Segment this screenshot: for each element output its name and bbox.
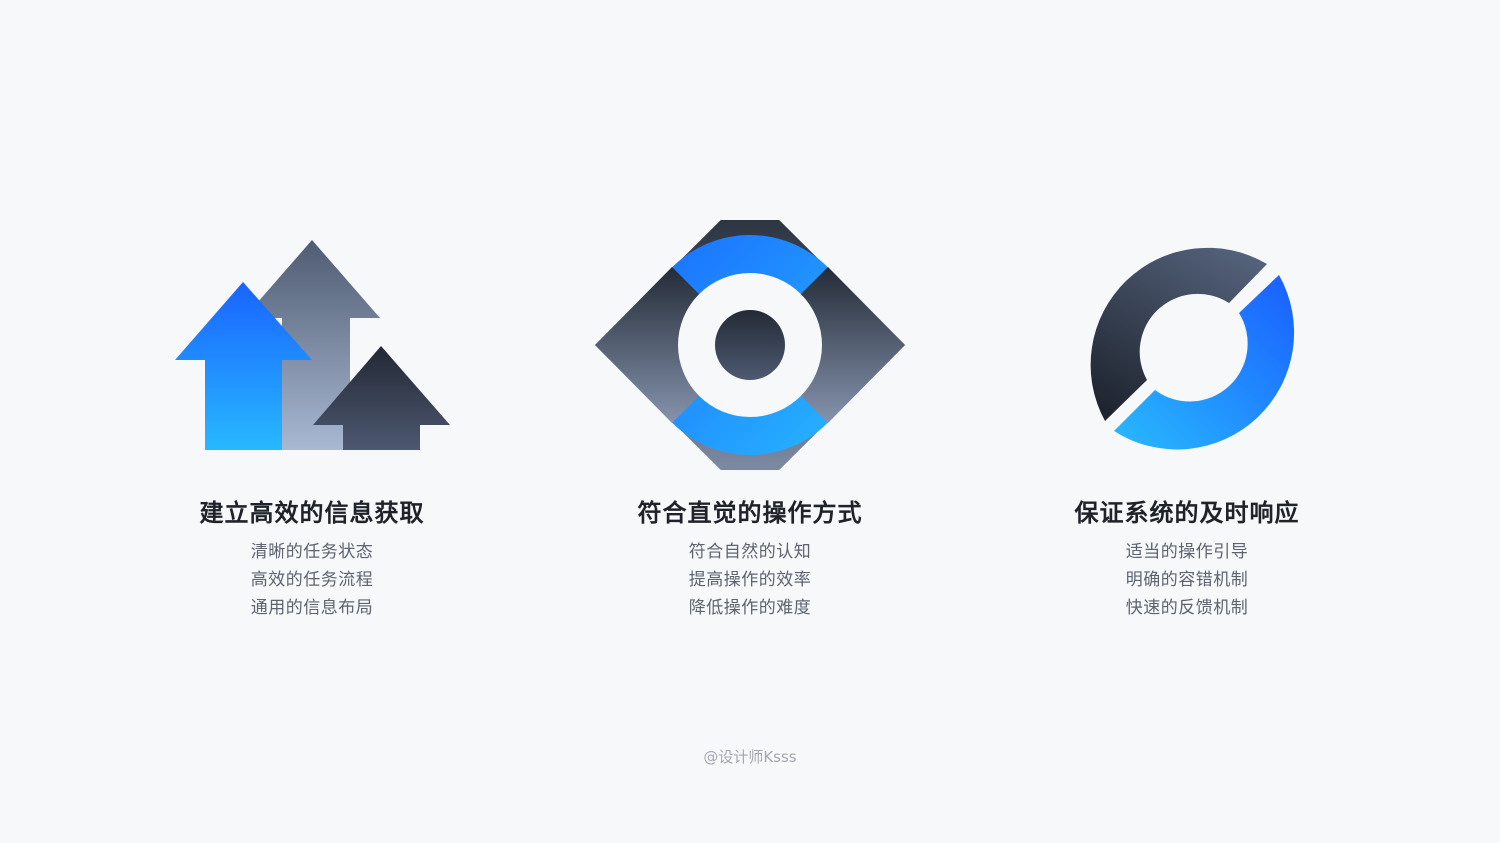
feature-item: 清晰的任务状态: [250, 542, 374, 562]
feature-item: 快速的反馈机制: [1125, 598, 1249, 618]
principle-efficient-info: 建立高效的信息获取 清晰的任务状态 高效的任务流程 通用的信息布局: [132, 220, 492, 622]
feature-list: 清晰的任务状态 高效的任务流程 通用的信息布局: [132, 538, 492, 622]
feature-item: 高效的任务流程: [250, 570, 374, 590]
rising-arrows-icon: [132, 220, 492, 470]
dark-arrow-shape: [313, 346, 450, 450]
eye-pupil: [715, 310, 785, 380]
blue-arrow-shape: [175, 282, 312, 450]
eye-icon: [570, 220, 930, 470]
feature-item: 符合自然的认知: [688, 542, 812, 562]
feature-list: 适当的操作引导 明确的容错机制 快速的反馈机制: [1007, 538, 1367, 622]
ring-dark-segment: [1090, 247, 1267, 421]
principle-title: 符合直觉的操作方式: [637, 499, 863, 527]
principle-title: 保证系统的及时响应: [1074, 499, 1300, 527]
feature-item: 提高操作的效率: [688, 570, 812, 590]
author-credit: @设计师Ksss: [703, 748, 797, 766]
feature-item: 适当的操作引导: [1125, 542, 1249, 562]
ring-blue-segment: [1114, 275, 1295, 450]
feature-item: 明确的容错机制: [1125, 570, 1249, 590]
eye-ring-right-cut: [750, 267, 905, 423]
principle-timely-response: 保证系统的及时响应 适当的操作引导 明确的容错机制 快速的反馈机制: [1007, 220, 1367, 622]
principle-title: 建立高效的信息获取: [199, 499, 425, 527]
feature-list: 符合自然的认知 提高操作的效率 降低操作的难度: [570, 538, 930, 622]
principle-intuitive-operation: 符合直觉的操作方式 符合自然的认知 提高操作的效率 降低操作的难度: [570, 220, 930, 622]
feature-item: 降低操作的难度: [688, 598, 812, 618]
eye-ring-left-cut: [595, 267, 750, 423]
feature-item: 通用的信息布局: [250, 598, 374, 618]
split-ring-icon: [1007, 220, 1367, 470]
